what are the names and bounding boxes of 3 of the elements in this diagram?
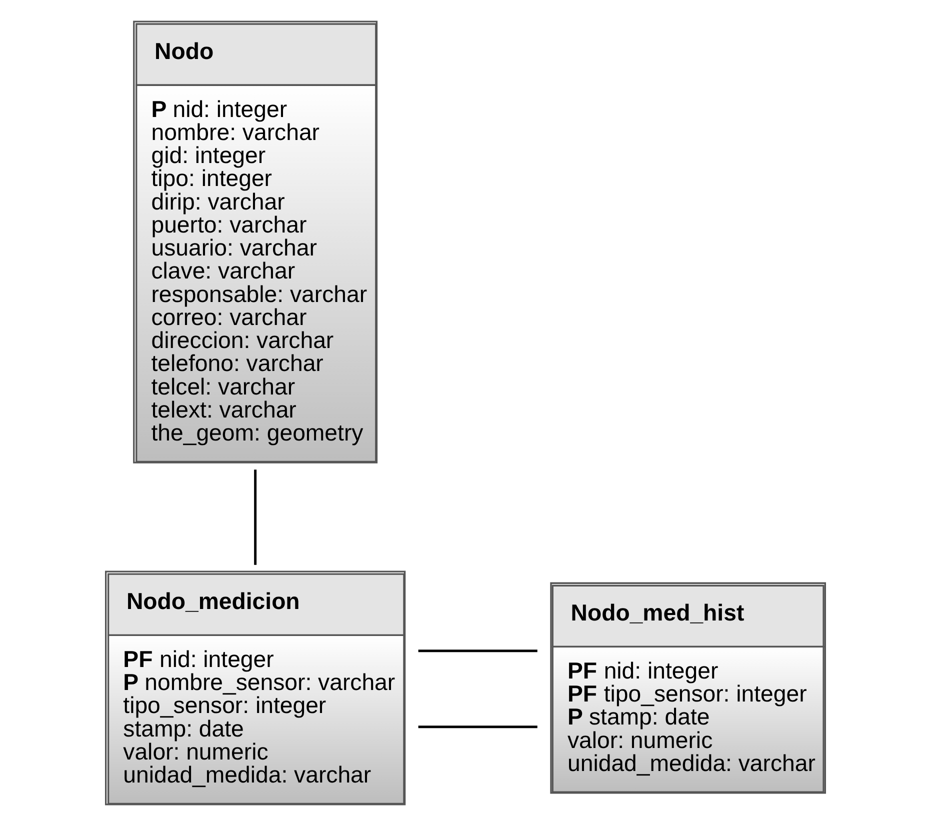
connector [418, 650, 537, 652]
connector [418, 726, 537, 728]
connector [254, 470, 256, 565]
